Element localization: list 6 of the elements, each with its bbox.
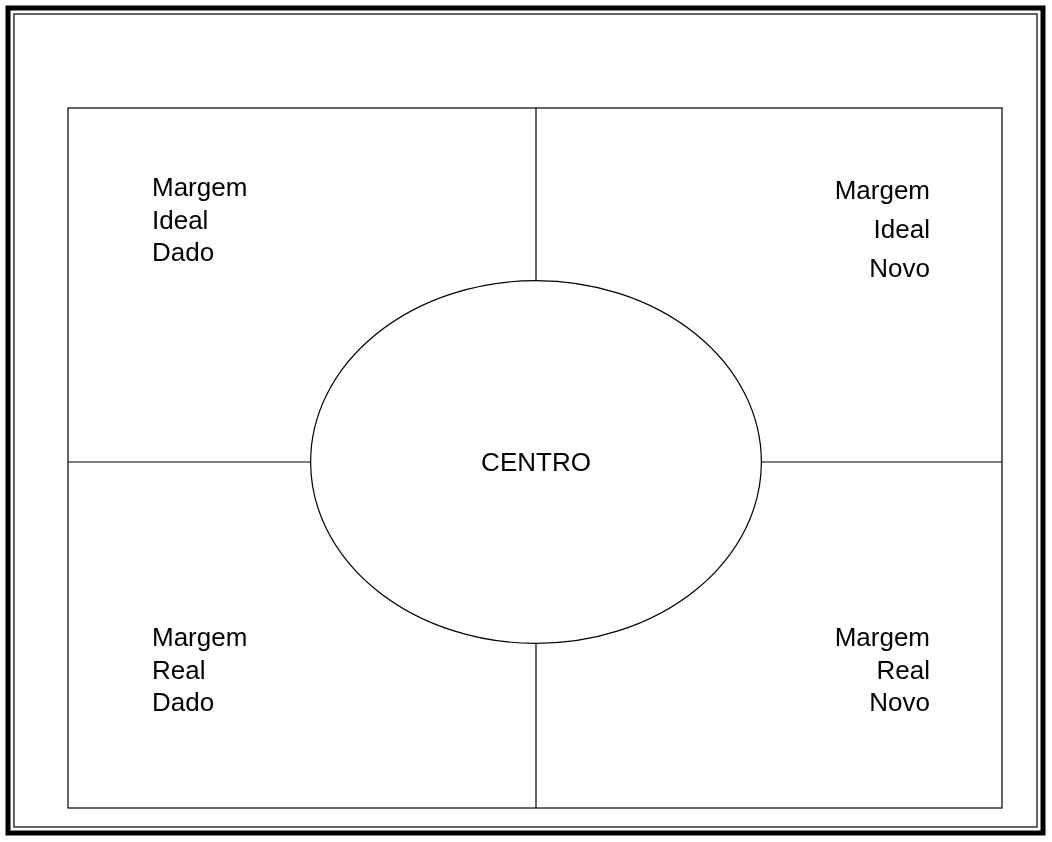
center-label: CENTRO: [481, 446, 591, 478]
quadrant-label: Margem Ideal Novo: [834, 174, 930, 285]
quadrant-label: Margem Real Dado: [152, 621, 248, 719]
center-ellipse: [310, 280, 762, 644]
quadrant-label: Margem Real Novo: [834, 621, 930, 719]
quadrant-label: Margem Ideal Dado: [152, 171, 248, 269]
